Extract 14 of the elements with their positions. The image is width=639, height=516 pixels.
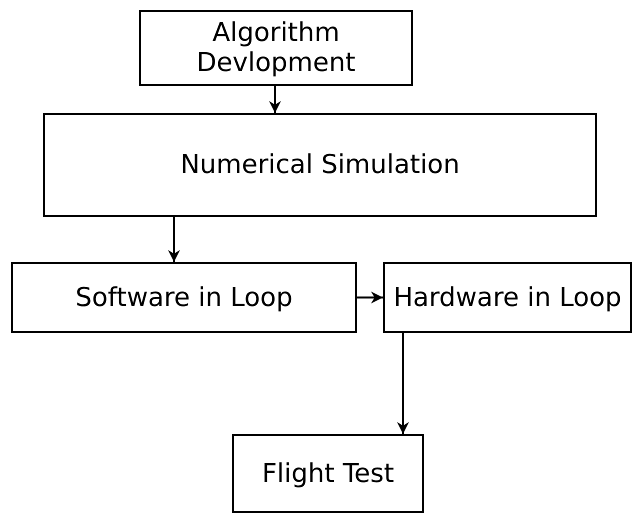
box-label: Numerical Simulation <box>180 150 460 180</box>
box-label: Algorithm Devlopment <box>195 18 357 78</box>
arrow <box>357 292 383 304</box>
process-box <box>383 262 632 333</box>
box-label: Hardware in Loop <box>393 282 622 312</box>
arrow <box>397 333 409 434</box>
arrow <box>168 217 180 262</box>
process-box <box>11 262 357 333</box>
process-box <box>43 113 597 217</box>
box-label: Flight Test <box>262 458 394 488</box>
arrow <box>269 86 281 113</box>
process-box <box>232 434 424 513</box>
box-label: Software in Loop <box>75 282 293 312</box>
process-box <box>139 10 413 86</box>
